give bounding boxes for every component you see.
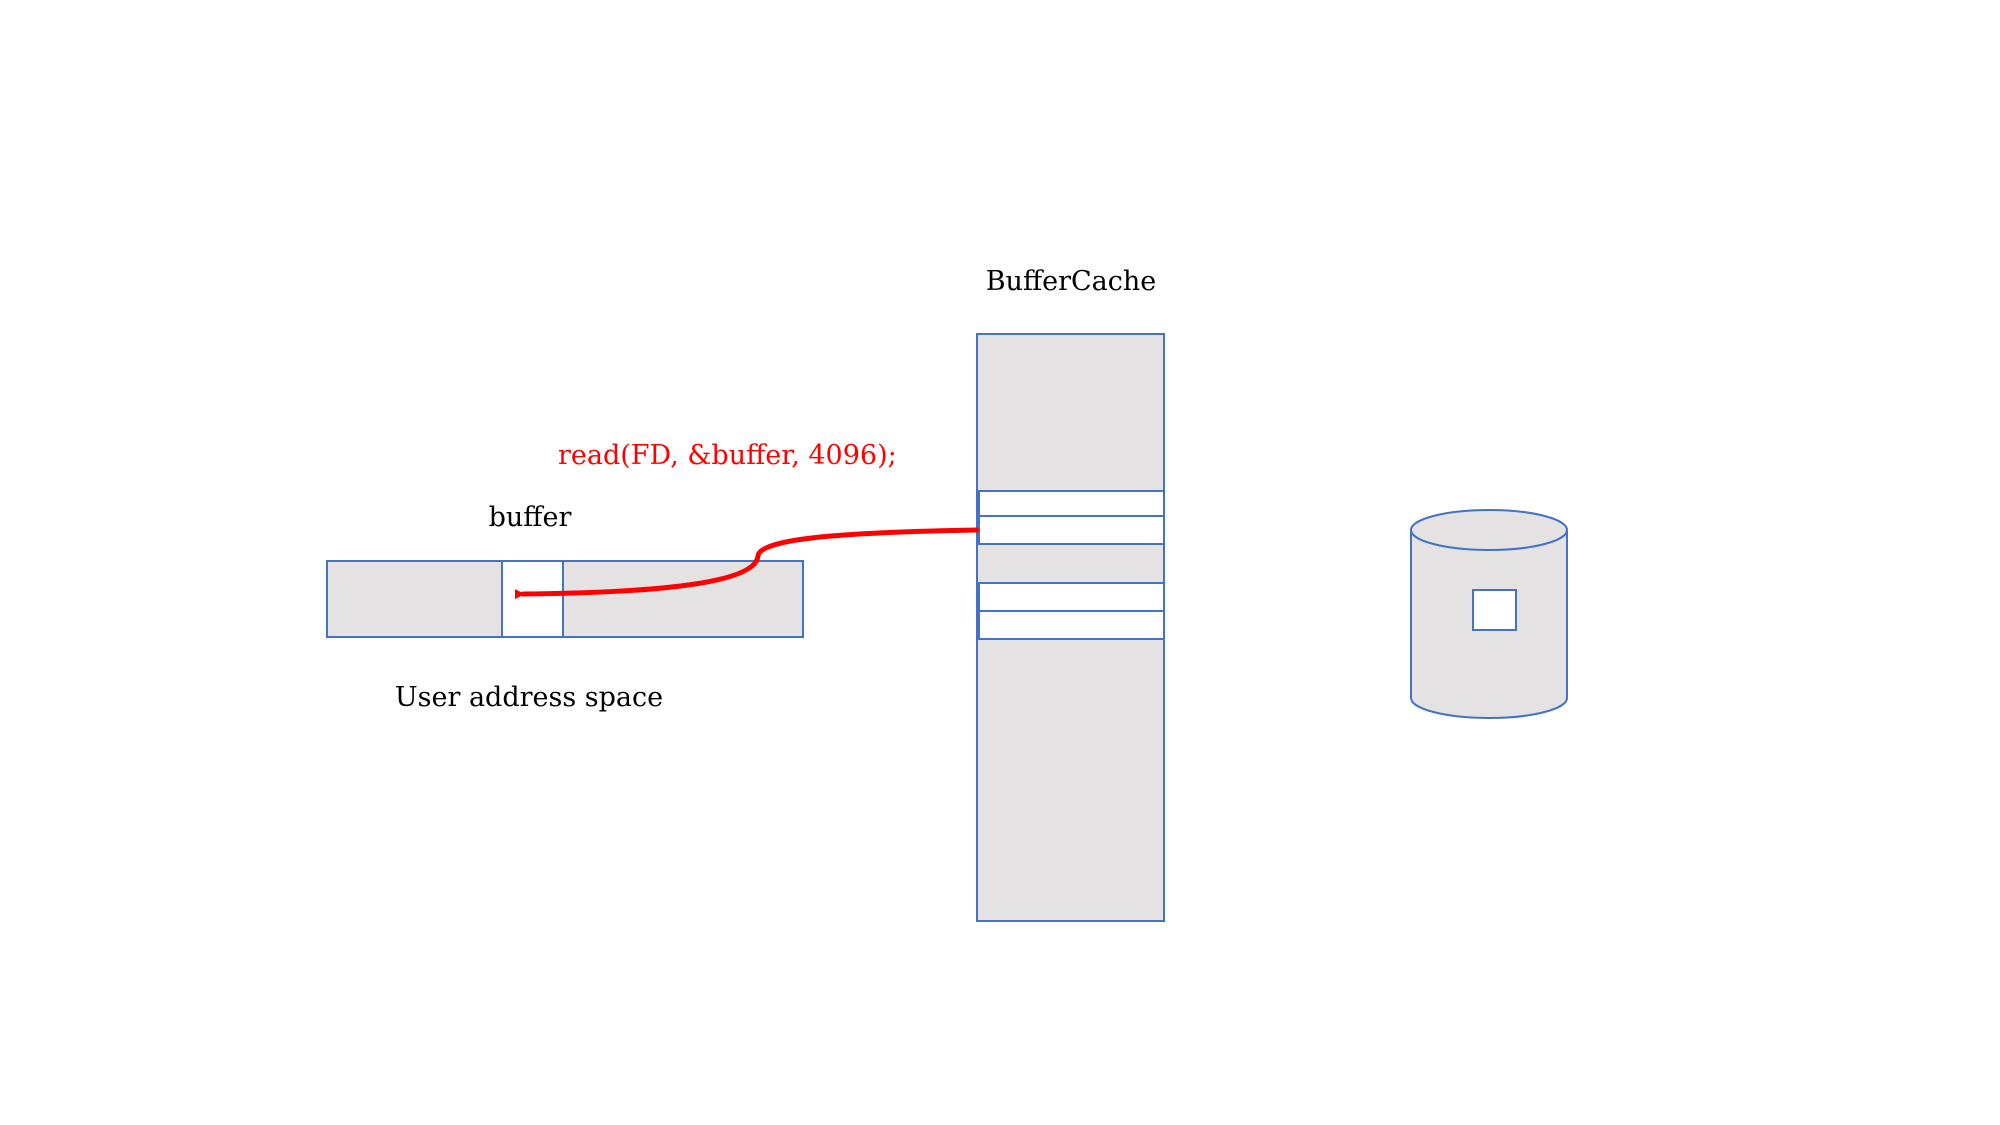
- disk-block: [1472, 589, 1517, 631]
- disk-cylinder-icon: [1410, 509, 1568, 719]
- user-address-space-label: User address space: [395, 682, 663, 713]
- buffer-cache-label: BufferCache: [986, 266, 1157, 297]
- user-address-space-rect: [326, 560, 804, 638]
- cache-slot-3: [978, 582, 1165, 612]
- cache-slot-1: [978, 490, 1165, 517]
- buffer-label: buffer: [489, 502, 572, 533]
- cache-slot-2: [978, 515, 1165, 545]
- buffer-cache-block: [976, 333, 1165, 922]
- cache-slot-4: [978, 610, 1165, 640]
- user-address-space-block: [326, 560, 804, 638]
- user-buffer-slot: [501, 560, 564, 638]
- read-arrow: [514, 527, 980, 600]
- read-call-label: read(FD, &buffer, 4096);: [558, 440, 897, 471]
- disk-top: [1410, 509, 1568, 551]
